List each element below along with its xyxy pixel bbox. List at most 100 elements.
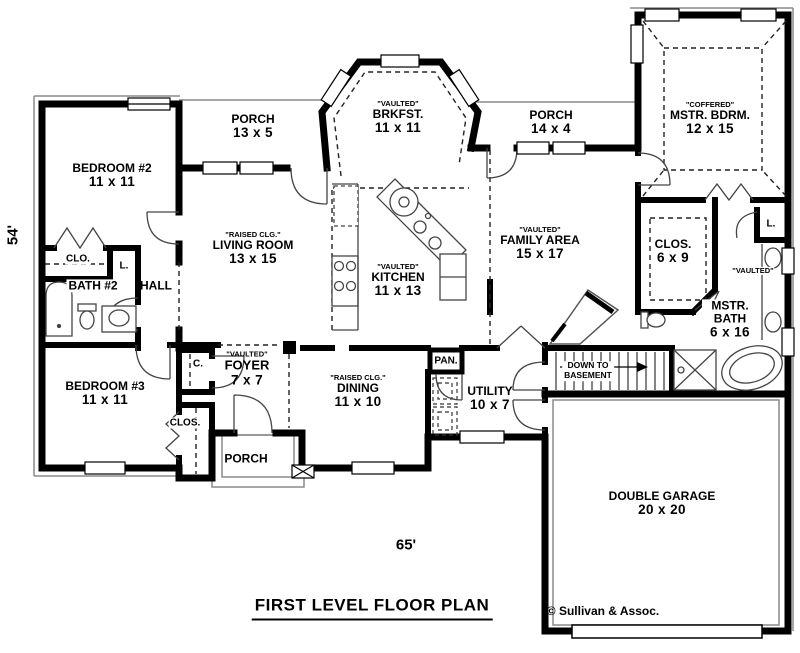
room-dims: 11 x 10 <box>334 394 382 410</box>
room-name: PORCH <box>231 111 275 126</box>
room-dims: 11 x 13 <box>374 283 422 299</box>
room-name: CLOS. <box>169 417 201 429</box>
room-label-bedroom3: BEDROOM #3 11 x 11 <box>65 378 145 408</box>
stairs-label: DOWN TO BASEMENT <box>562 360 614 381</box>
master-shower <box>673 349 717 391</box>
bath2-toilet <box>77 303 97 330</box>
room-name: KITCHEN <box>371 270 425 285</box>
ceiling-note: "VAULTED" <box>377 98 419 108</box>
room-label-bath2: BATH #2 <box>66 278 120 293</box>
room-label-kitchen: "VAULTED" KITCHEN 11 x 13 <box>371 261 425 299</box>
room-label-bedroom2: BEDROOM #2 11 x 11 <box>72 160 152 190</box>
room-label-porch-top-right: PORCH 14 x 4 <box>529 107 573 137</box>
overall-depth-dimension: 54' <box>4 224 22 246</box>
room-label-closet-bedroom3: CLOS. <box>168 417 202 429</box>
ceiling-note: "RAISED CLG." <box>330 372 386 382</box>
room-dims: 11 x 11 <box>88 174 136 190</box>
copyright-notice: © Sullivan & Assoc. <box>546 604 660 618</box>
room-name: MSTR. BATH <box>711 298 749 326</box>
room-name: PORCH <box>224 451 268 466</box>
room-dims: 13 x 15 <box>229 251 277 267</box>
room-label-breakfast: "VAULTED" BRKFST. 11 x 11 <box>370 98 426 137</box>
master-toilet <box>640 311 666 329</box>
room-label-dining: "RAISED CLG." DINING 11 x 10 <box>330 372 386 410</box>
roof-outline-lines <box>33 7 794 631</box>
bath2-vanity <box>101 305 137 333</box>
ceiling-note: "VAULTED" <box>519 224 561 234</box>
master-vanity <box>761 244 782 340</box>
room-label-porch-top-left: PORCH 13 x 5 <box>231 111 275 141</box>
room-label-foyer: "VAULTED" FOYER 7 x 7 <box>225 350 270 387</box>
stairs-text-line1: DOWN TO <box>567 360 609 371</box>
room-label-pantry: PAN. <box>433 355 459 367</box>
room-name: L. <box>766 218 776 230</box>
room-name: LIVING ROOM <box>212 238 294 253</box>
room-label-utility: UTILITY 10 x 7 <box>467 384 512 413</box>
room-dims: 10 x 7 <box>470 397 510 413</box>
column <box>283 341 296 354</box>
room-dims: 14 x 4 <box>531 121 571 137</box>
ceiling-note: "VAULTED" <box>226 349 268 359</box>
ceiling-note: "VAULTED" <box>377 261 419 271</box>
room-dims: 6 x 16 <box>710 324 750 340</box>
room-label-master-bedroom: "COFFERED" MSTR. BDRM. 12 x 15 <box>668 99 752 138</box>
room-name: DOUBLE GARAGE <box>608 488 716 503</box>
ceiling-note: "RAISED CLG." <box>225 229 281 239</box>
room-name: L. <box>119 260 129 272</box>
room-name: BEDROOM #2 <box>72 160 152 175</box>
room-name: FOYER <box>224 357 270 373</box>
garage-door <box>571 624 763 639</box>
windows <box>84 8 795 475</box>
kitchen-counter <box>332 183 359 331</box>
room-name: FAMILY AREA <box>500 233 580 248</box>
plan-title: FIRST LEVEL FLOOR PLAN <box>251 596 493 621</box>
room-name: MSTR. BDRM. <box>670 108 750 123</box>
room-label-master-bath: MSTR. BATH 6 x 16 <box>702 298 758 341</box>
room-name: BATH #2 <box>68 278 118 293</box>
room-name: CLO. <box>66 253 90 265</box>
room-dims: 7 x 7 <box>230 371 264 387</box>
room-label-family-area: "VAULTED" FAMILY AREA 15 x 17 <box>500 224 580 262</box>
breakfast-table <box>389 187 419 217</box>
ceiling-note: "VAULTED" <box>732 265 774 275</box>
room-label-closet-hall: CLO. <box>65 253 91 265</box>
garden-tub <box>721 345 783 391</box>
room-dims: 11 x 11 <box>81 392 129 408</box>
room-label-linen-master: L. <box>765 218 777 230</box>
room-name: HALL <box>140 278 172 293</box>
room-dims: 13 x 5 <box>233 125 273 141</box>
room-dims: 12 x 15 <box>686 121 734 137</box>
vent-box <box>291 464 315 479</box>
dashed-ceiling-lines <box>45 20 787 474</box>
overall-width-dimension: 65' <box>395 536 417 554</box>
room-label-linen-hall: L. <box>118 260 130 272</box>
fixtures <box>45 178 783 391</box>
bath2-tub <box>45 281 73 337</box>
room-label-coat-closet: C. <box>192 358 204 370</box>
washer-dryer <box>432 377 458 436</box>
ceiling-note: "COFFERED" <box>685 99 735 109</box>
room-label-master-closet: CLOS. 6 x 9 <box>652 236 694 267</box>
room-dims: 6 x 9 <box>656 250 690 266</box>
room-name: CLOS. <box>654 236 692 251</box>
room-name: PORCH <box>529 107 573 122</box>
room-label-porch-front: PORCH <box>224 452 267 465</box>
room-name: PAN. <box>434 355 458 367</box>
room-dims: 11 x 11 <box>374 120 422 136</box>
stair-landing <box>548 288 620 345</box>
room-name: BEDROOM #3 <box>65 378 145 393</box>
room-dims: 20 x 20 <box>638 502 686 518</box>
room-label-garage: DOUBLE GARAGE 20 x 20 <box>608 488 716 518</box>
kitchen-stove <box>331 255 359 307</box>
master-bath-ceiling-note: "VAULTED" <box>731 265 775 276</box>
room-name: C. <box>193 358 203 370</box>
room-dims: 15 x 17 <box>516 246 564 262</box>
room-name: DINING <box>336 381 379 396</box>
room-label-living-room: "RAISED CLG." LIVING ROOM 13 x 15 <box>212 229 294 267</box>
room-name: BRKFST. <box>372 107 424 122</box>
pantry-walls <box>427 347 465 375</box>
room-label-hall: HALL <box>140 279 172 292</box>
stairs-text-line2: BASEMENT <box>564 370 612 380</box>
